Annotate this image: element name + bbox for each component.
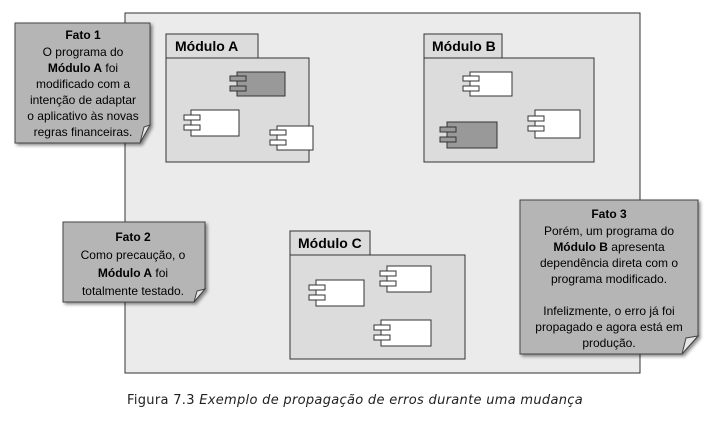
note-fato-2-body: Como precaução, o Módulo A foi totalmente … — [81, 248, 186, 298]
component-icon-modified — [229, 71, 286, 97]
note-text-run: propagado e agora está em — [535, 320, 682, 334]
module-a: Módulo A — [165, 33, 314, 163]
component-icon — [269, 125, 314, 151]
note-text-run: O programa do — [43, 45, 124, 59]
module-c-tab — [289, 230, 371, 256]
note-text-run: Porém, um programa do — [544, 224, 674, 238]
component-icon — [183, 109, 240, 137]
note-text-run: produção. — [582, 336, 635, 350]
figure-caption: Figura 7.3 Exemplo de propagação de erro… — [0, 393, 710, 408]
note-text-run: intenção de adaptar — [30, 93, 136, 107]
note-text-run: Módulo B — [553, 240, 608, 254]
note-fato-1 — [14, 22, 152, 144]
note-text-run: apresenta — [608, 240, 665, 254]
note-text-run: modificado com a — [36, 77, 130, 91]
note-fato-3-title: Fato 3 — [591, 207, 627, 221]
note-text-run: Módulo A — [98, 266, 153, 280]
note-fato-3-body: Porém, um programa do Módulo B apresenta d… — [535, 224, 682, 350]
component-icon — [462, 71, 513, 97]
module-c-body — [289, 254, 466, 360]
note-fato-1-fold — [139, 124, 152, 144]
module-a-tab — [165, 33, 259, 59]
note-fato-1-body: O programa do Módulo A foi modificado com … — [27, 45, 138, 139]
note-text-run: totalmente testado. — [82, 284, 184, 298]
module-b-title: Módulo B — [432, 38, 496, 54]
component-icon — [373, 319, 432, 347]
module-b: Módulo B — [423, 33, 595, 163]
component-icon-dependent — [439, 121, 498, 149]
note-fato-3 — [519, 199, 700, 355]
note-text-run — [607, 288, 610, 302]
module-c: Módulo C — [289, 230, 466, 360]
note-text-run: regras financeiras. — [34, 125, 133, 139]
component-icon — [379, 265, 432, 293]
module-a-title: Módulo A — [175, 38, 238, 54]
note-fato-2 — [62, 221, 207, 303]
note-text-run: o aplicativo às novas — [27, 109, 138, 123]
note-fato-1-title: Fato 1 — [65, 28, 101, 42]
note-text-run: Módulo A — [48, 61, 103, 75]
note-text-run: Como precaução, o — [81, 248, 186, 262]
note-text-run: Infelizmente, o erro já foi — [543, 304, 674, 318]
note-fato-2-fold — [193, 288, 207, 303]
note-text-run: dependência direta com o — [540, 256, 678, 270]
caption-label: Figura 7.3 — [127, 393, 195, 408]
note-text-run: foi — [152, 266, 168, 280]
note-fato-2-title: Fato 2 — [115, 230, 151, 244]
module-c-title: Módulo C — [298, 235, 362, 251]
note-text-run: programa modificado. — [551, 272, 667, 286]
note-fato-3-fold — [681, 335, 700, 355]
note-text-run: foi — [102, 61, 118, 75]
caption-description: Exemplo de propagação de erros durante u… — [199, 393, 583, 408]
component-icon — [527, 109, 581, 139]
component-icon — [308, 279, 365, 307]
module-b-tab — [423, 33, 503, 59]
